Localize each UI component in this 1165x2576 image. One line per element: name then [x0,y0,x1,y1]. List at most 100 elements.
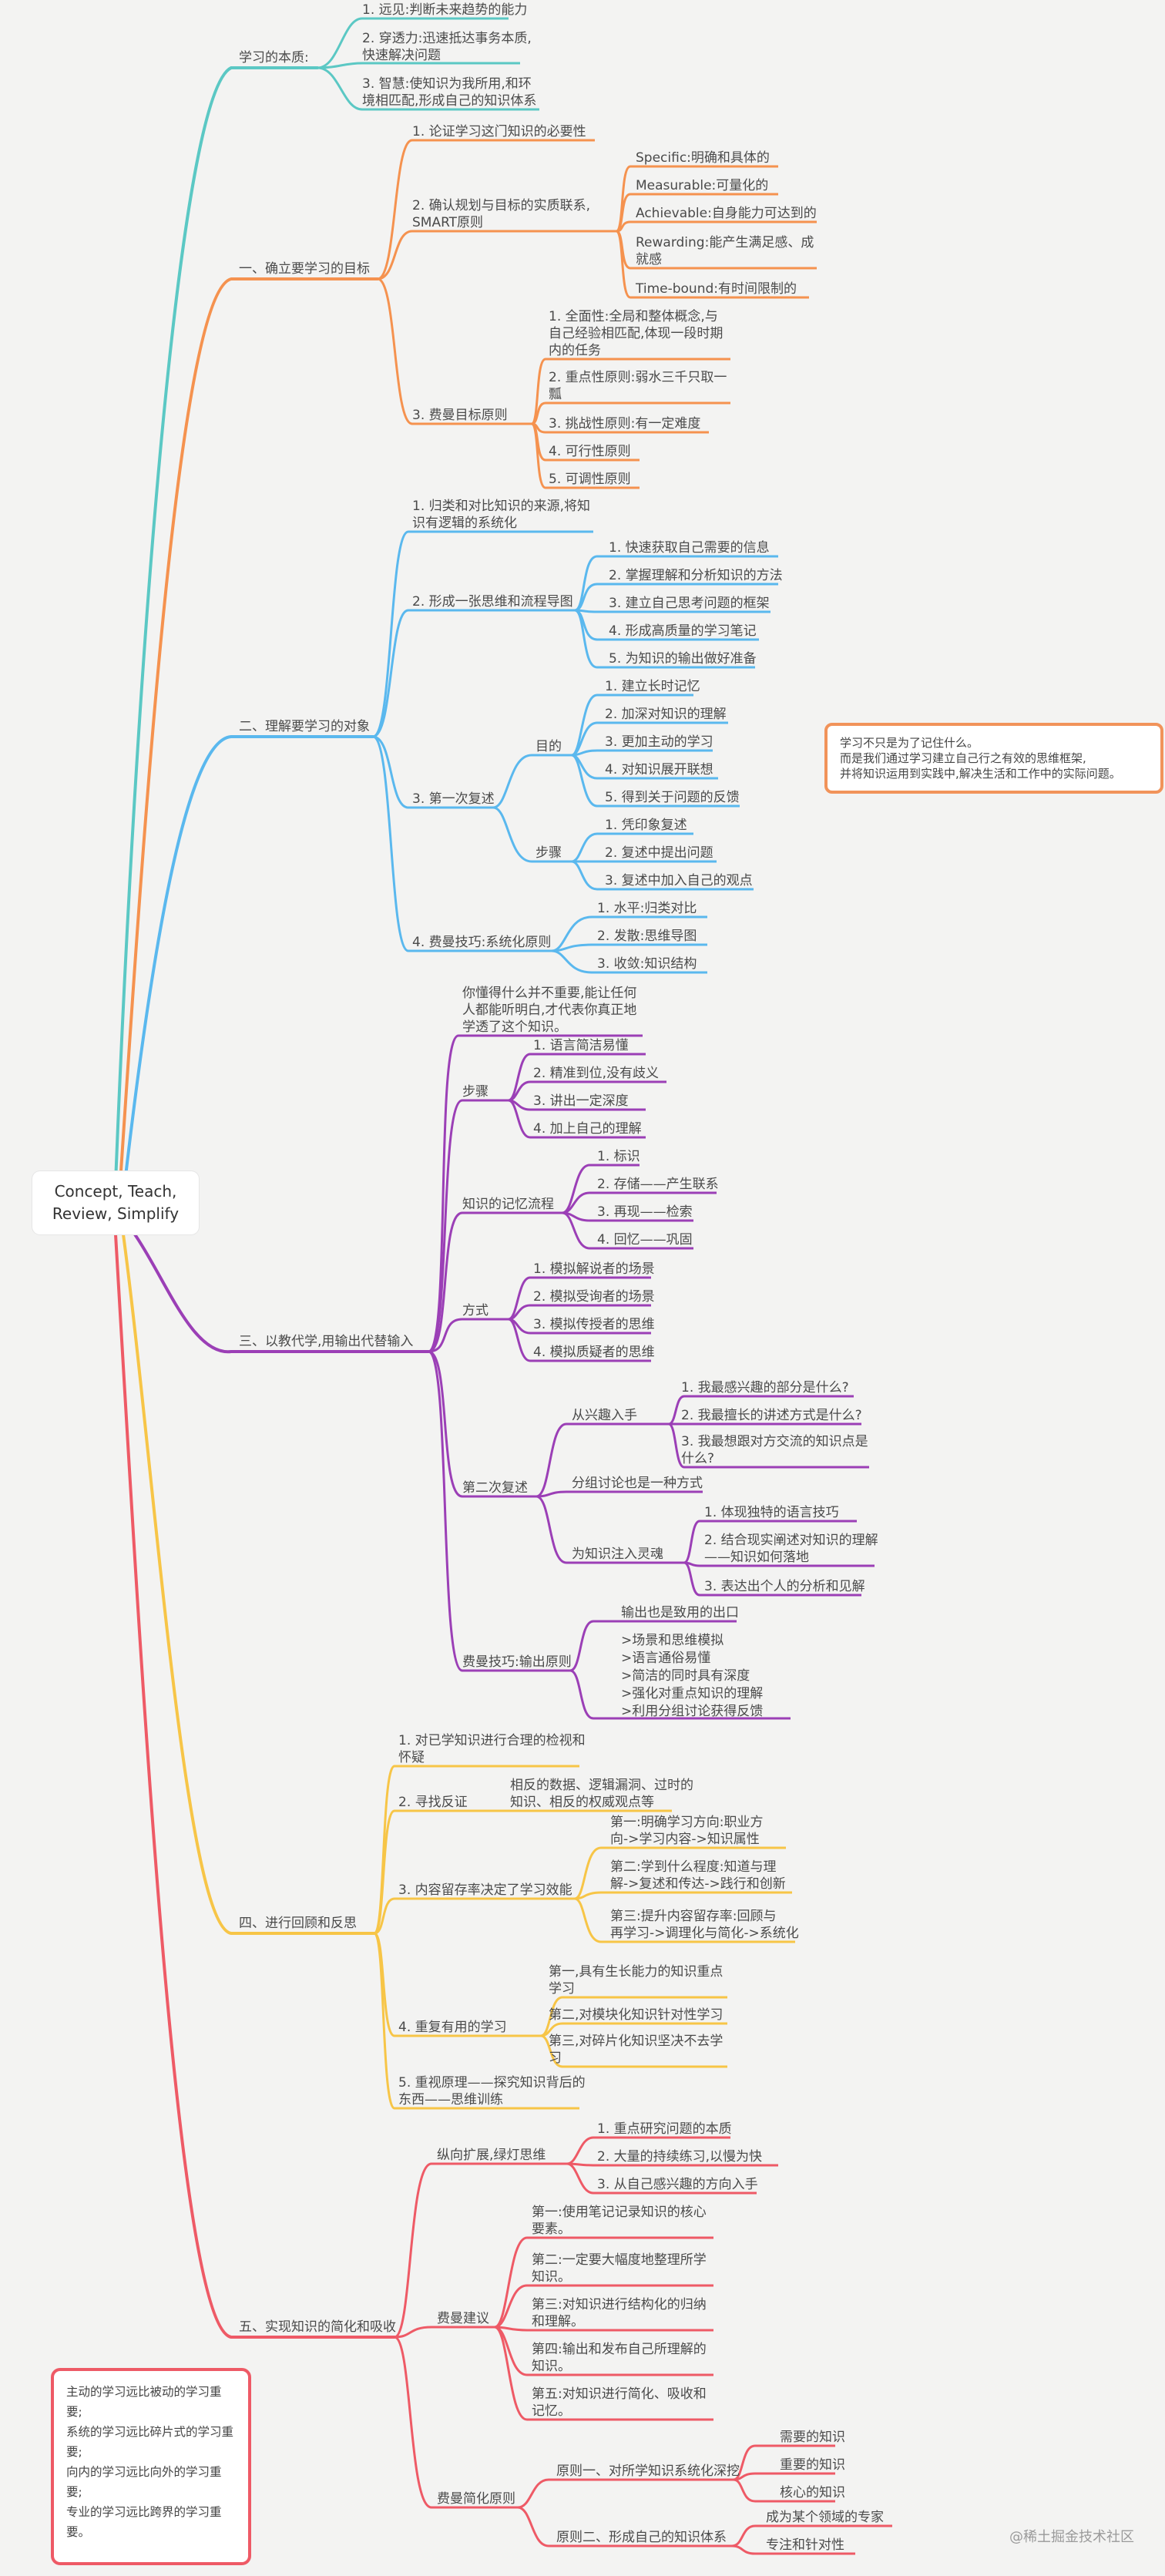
goal-item: 3. 费曼目标原则 [412,408,508,423]
memory-item: 1. 标识 [597,1149,640,1164]
goal-item: 1. 论证学习这门知识的必要性 [412,124,586,139]
understand-item: 2. 形成一张思维和流程导图 [412,594,573,610]
steps-item: 1. 凭印象复述 [605,818,687,833]
branch-line-understand [123,735,374,1184]
note-line: 要; [66,2445,82,2459]
advice-item: 第四:输出和发布自己所理解的 [532,2342,707,2357]
second-retell-label: 第二次复述 [462,1480,528,1496]
review-item: 怀疑 [398,1750,425,1765]
method-label: 方式 [462,1303,488,1318]
branch-essence: 学习的本质: 1. 远见:判断未来趋势的能力 2. 穿透力:迅速抵达事务本质, … [239,2,539,111]
smart-item: Measurable:可量化的 [636,178,768,193]
repeat-item: 第二,对模块化知识针对性学习 [549,2007,723,2023]
soul-item: 2. 结合现实阐述对知识的理解 [704,1533,878,1548]
teach-step: 2. 精准到位,没有歧义 [533,1066,659,1081]
interest-item: 3. 我最想跟对方交流的知识点是 [681,1434,868,1449]
method-item: 3. 模拟传授者的思维 [533,1317,655,1332]
goal-principle: 1. 全面性:全局和整体概念,与 [549,308,718,324]
output-item: >语言通俗易懂 [621,1651,710,1666]
principle-two-item: 成为某个领域的专家 [766,2510,884,2525]
note-line: 并将知识运用到实践中,解决生活和工作中的实际问题。 [840,767,1121,781]
advice-item: 知识。 [532,2269,571,2285]
retention-item: 再学习->调理化与简化->系统化 [610,1926,799,1941]
note-line: 而是我们通过学习建立自己行之有效的思维框架, [840,751,1086,765]
purpose-item: 4. 对知识展开联想 [605,762,713,778]
soul-item: ——知识如何落地 [704,1550,809,1565]
teach-intro: 人都能听明白,才代表你真正地 [462,1003,636,1018]
principle-one-item: 核心的知识 [780,2485,845,2500]
output-label: 费曼技巧:输出原则 [462,1654,572,1670]
branch-teach-label: 三、以教代学,用输出代替输入 [239,1334,413,1349]
review-item: 5. 重视原理——探究知识背后的 [398,2075,586,2091]
note-line: 要。 [66,2525,91,2539]
review-item: 1. 对已学知识进行合理的检视和 [398,1733,586,1748]
repeat-item: 习 [549,2050,562,2066]
review-item: 4. 重复有用的学习 [398,2020,507,2035]
advice-item: 第五:对知识进行简化、吸收和 [532,2386,707,2402]
memory-item: 3. 再现——检索 [597,1204,693,1220]
goal-principle: 3. 挑战性原则:有一定难度 [549,416,700,432]
root-node[interactable]: Concept, Teach, Review, Simplify [32,1171,199,1234]
counter-evidence: 相反的数据、逻辑漏洞、过时的 [510,1778,693,1793]
branch-line-essence [114,66,319,1184]
output-item: 输出也是致用的出口 [621,1605,739,1620]
note-line: 专业的学习远比跨界的学习重 [66,2505,222,2519]
soul-label: 为知识注入灵魂 [572,1547,663,1562]
advice-item: 第三:对知识进行结构化的归纳 [532,2297,707,2312]
retention-item: 第二:学到什么程度:知道与理 [610,1859,776,1875]
goal-principle: 5. 可调性原则 [549,472,631,487]
teach-step: 3. 讲出一定深度 [533,1093,629,1109]
essence-item: 2. 穿透力:迅速抵达事务本质, [362,31,532,46]
branch-simplify-label: 五、实现知识的简化和吸收 [239,2319,396,2335]
understand-item: 3. 第一次复述 [412,791,495,807]
interest-item: 2. 我最擅长的讲述方式是什么? [681,1408,862,1423]
method-item: 2. 模拟受询者的场景 [533,1289,655,1305]
method-item: 1. 模拟解说者的场景 [533,1261,655,1277]
essence-item: 1. 远见:判断未来趋势的能力 [362,2,527,18]
smart-item: Achievable:自身能力可达到的 [636,206,817,221]
teach-step: 4. 加上自己的理解 [533,1121,642,1137]
memory-label: 知识的记忆流程 [462,1197,554,1212]
repeat-item: 学习 [549,1981,575,1997]
retention-item: 第三:提升内容留存率:回顾与 [610,1909,776,1924]
output-item: >简洁的同时具有深度 [621,1668,750,1684]
branch-understand-label: 二、理解要学习的对象 [239,719,370,734]
purpose-item: 2. 加深对知识的理解 [605,707,727,722]
steps-item: 3. 复述中加入自己的观点 [605,873,753,888]
purpose-item: 1. 建立长时记忆 [605,679,700,694]
principle-one: 原则一、对所学知识系统化深挖 [556,2463,740,2479]
note-learning-priorities: 主动的学习远比被动的学习重 要; 系统的学习远比碎片式的学习重 要; 向内的学习… [51,2368,251,2565]
soul-item: 3. 表达出个人的分析和见解 [704,1579,865,1594]
vertical-item: 1. 重点研究问题的本质 [597,2121,732,2137]
teach-intro: 你懂得什么并不重要,能让任何 [462,986,636,1001]
purpose-label: 目的 [535,739,562,754]
repeat-item: 第一,具有生长能力的知识重点 [549,1964,723,1980]
goal-principle: 瓢 [549,387,562,402]
note-line: 要; [66,2405,82,2419]
mindmap-item: 4. 形成高质量的学习笔记 [609,623,757,639]
goal-principle: 4. 可行性原则 [549,444,631,459]
branch-essence-label: 学习的本质: [239,50,309,65]
vertical-item: 3. 从自己感兴趣的方向入手 [597,2177,758,2192]
mindmap-item: 3. 建立自己思考问题的框架 [609,596,770,611]
root-title-line: Concept, Teach, [54,1182,177,1201]
retention-item: 向->学习内容->知识属性 [610,1832,760,1847]
advice-item: 第一:使用笔记记录知识的核心 [532,2204,707,2220]
goal-item: 2. 确认规划与目标的实质联系, [412,198,590,213]
smart-item: Rewarding:能产生满足感、成 [636,235,814,250]
principle-two: 原则二、形成自己的知识体系 [556,2530,727,2545]
system-item: 2. 发散:思维导图 [597,929,697,944]
group-discussion: 分组讨论也是一种方式 [572,1476,703,1491]
vertical-item: 2. 大量的持续练习,以慢为快 [597,2148,762,2165]
branch-review: 四、进行回顾和反思 1. 对已学知识进行合理的检视和 怀疑 2. 寻找反证 相反… [239,1733,799,2110]
root-title-line: Review, Simplify [52,1204,180,1223]
mindmap-item: 5. 为知识的输出做好准备 [609,651,757,667]
advice-item: 知识。 [532,2359,571,2374]
mindmap-item: 2. 掌握理解和分析知识的方法 [609,568,783,583]
goal-principle: 自己经验相匹配,体现一段时期 [549,326,723,341]
simplify-item: 费曼建议 [437,2311,489,2326]
branch-simplify: 五、实现知识的简化和吸收 纵向扩展,绿灯思维 1. 重点研究问题的本质 2. 大… [239,2121,892,2555]
branch-line-review [122,1233,376,1935]
counter-evidence: 知识、相反的权威观点等 [510,1795,654,1810]
